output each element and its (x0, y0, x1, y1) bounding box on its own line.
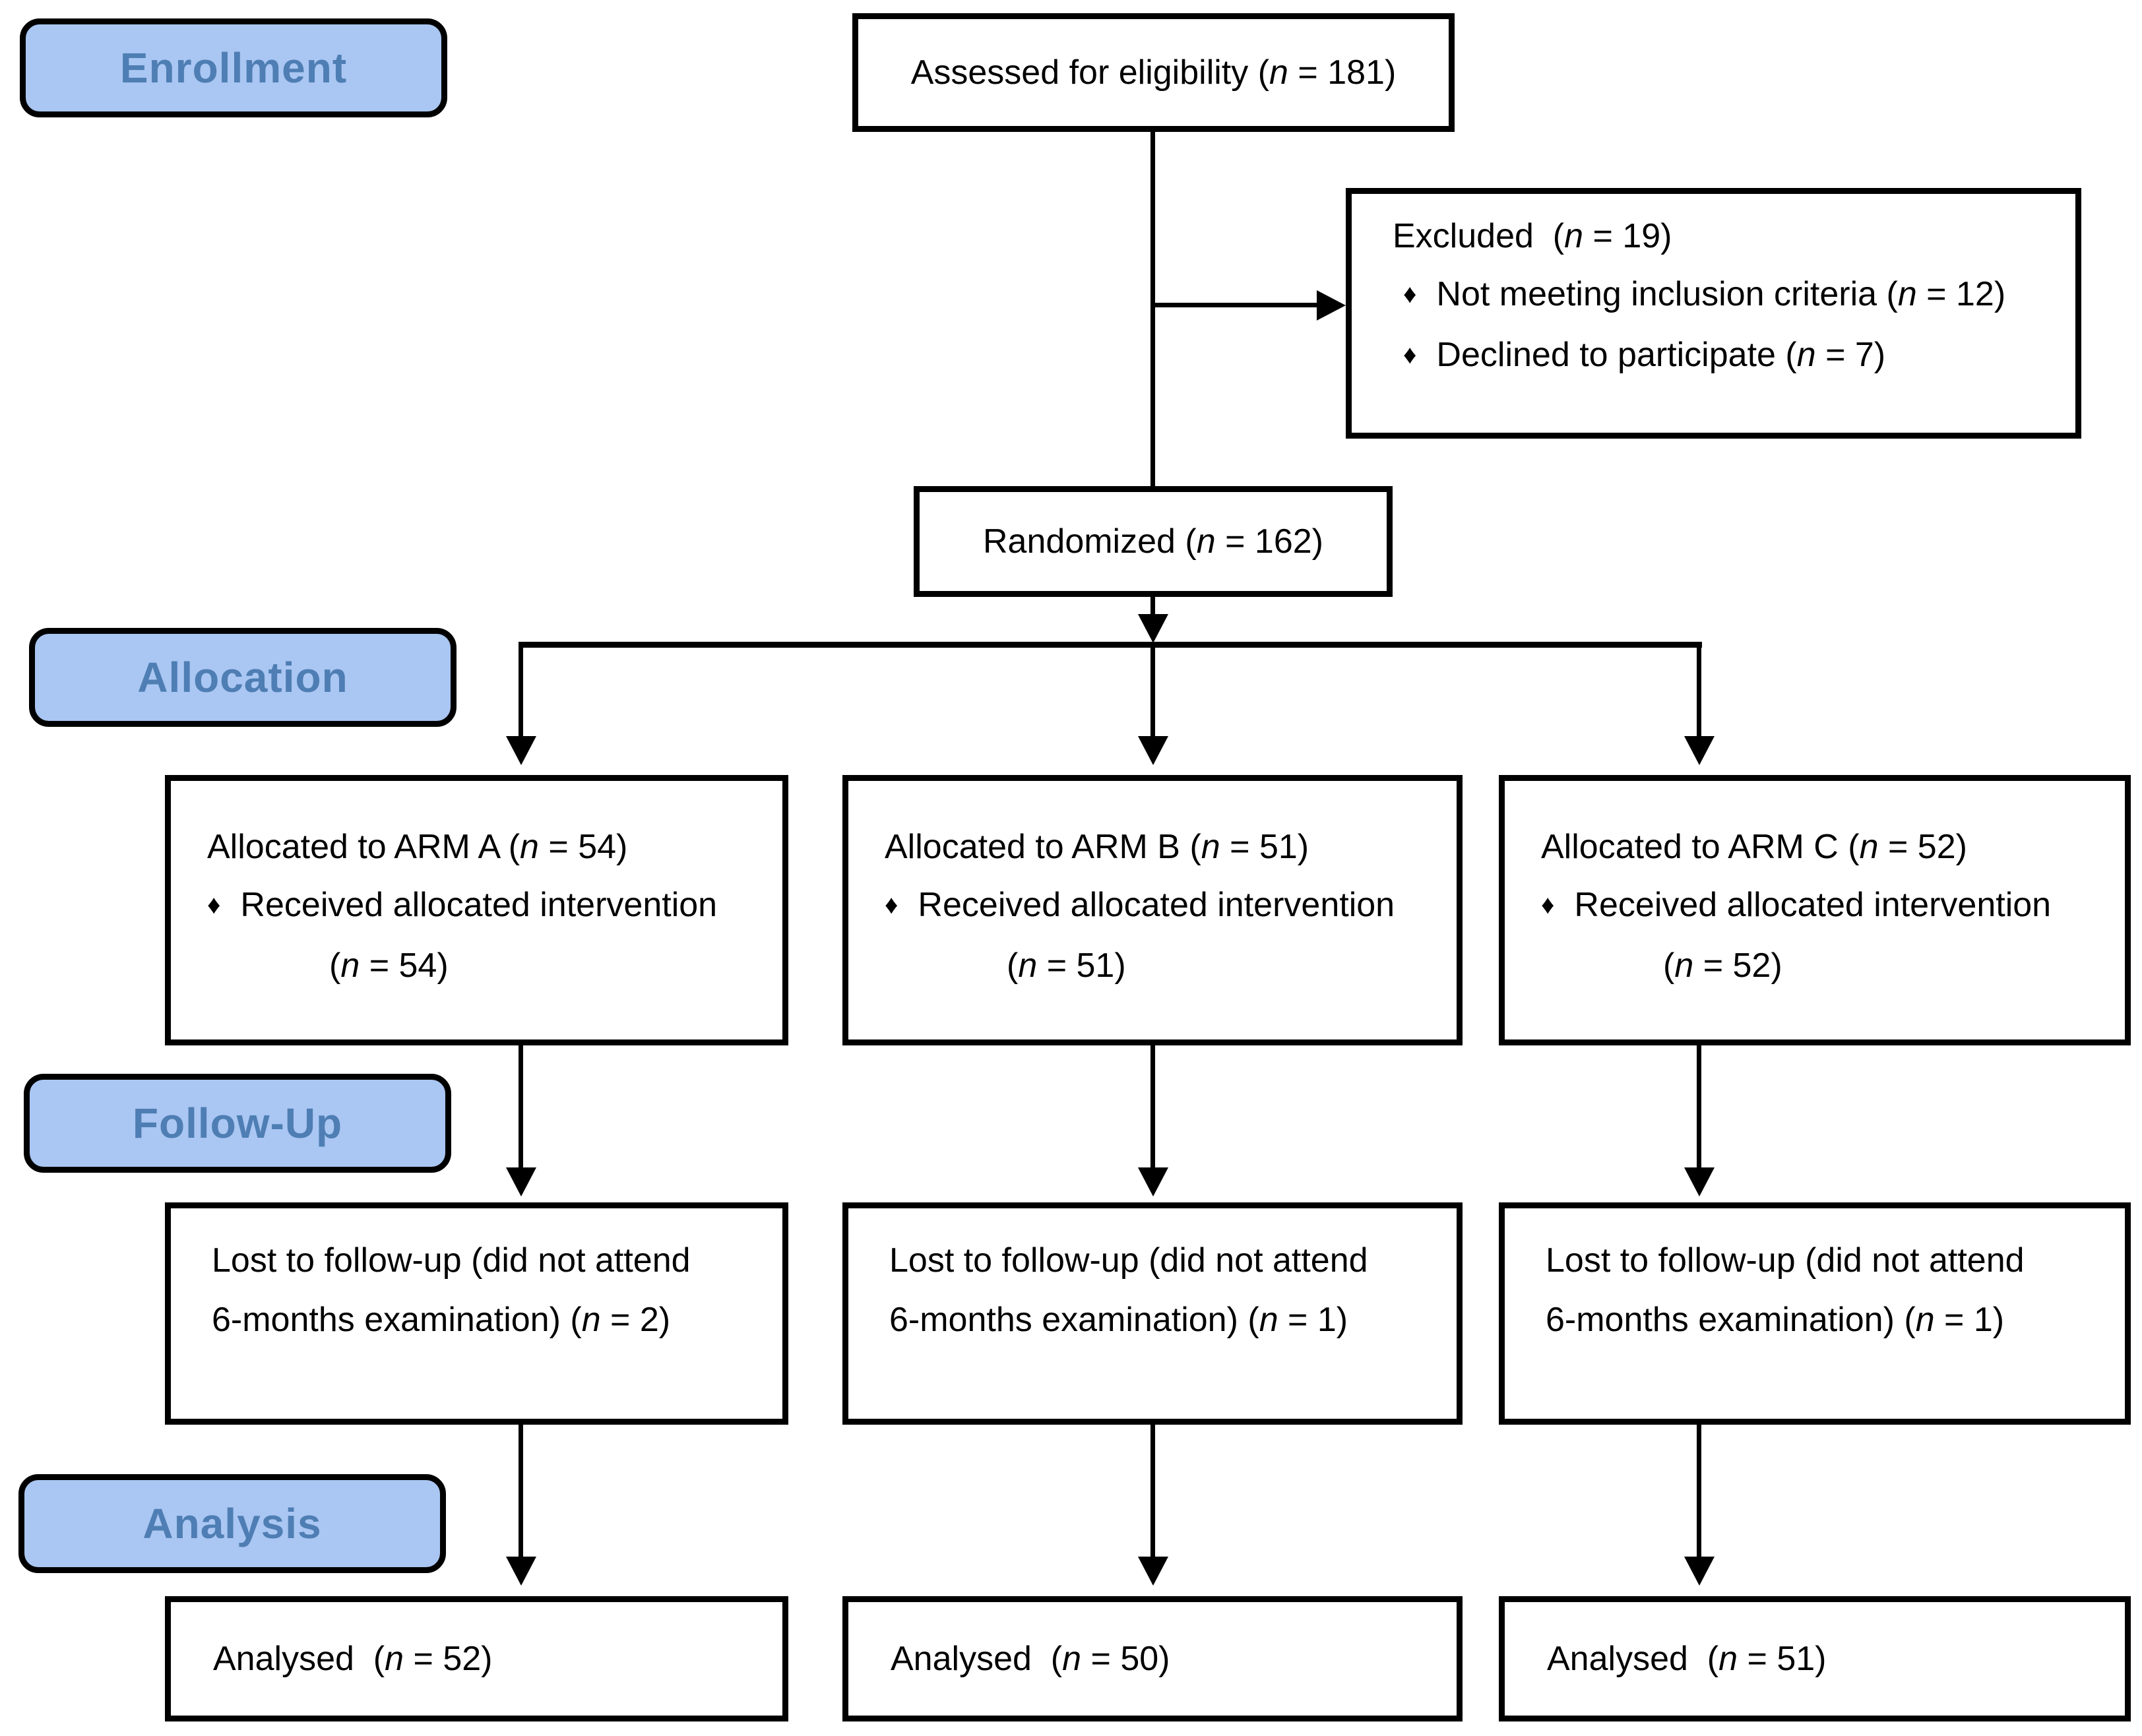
allocated-bullet: ♦ Received allocated intervention (885, 876, 1441, 937)
connector-split-arm-b (1150, 648, 1155, 737)
diamond-bullet-icon: ♦ (1541, 890, 1555, 919)
flow-box-allocated-arm-c: Allocated to ARM C (n = 52) ♦ Received a… (1499, 775, 2131, 1045)
flow-box-assessed: Assessed for eligibility (n = 181) (852, 13, 1455, 132)
arrow-down-icon (1684, 1167, 1715, 1196)
lost-text: Lost to follow-up (did not attend 6-mont… (1546, 1241, 2025, 1339)
connector-randomized-split (1150, 597, 1155, 615)
arrow-down-icon (1138, 1167, 1168, 1196)
assessed-text: Assessed for eligibility (n = 181) (910, 53, 1397, 92)
allocated-bullet-text: Received allocated intervention (240, 886, 718, 924)
allocated-bullet: ♦ Received allocated intervention (207, 876, 767, 937)
arrow-right-icon (1317, 290, 1346, 321)
stage-label-enrollment: Enrollment (20, 18, 447, 117)
arrow-down-icon (1138, 736, 1168, 765)
connector-assessed-randomized (1150, 132, 1155, 486)
flow-box-analysed-arm-b: Analysed (n = 50) (842, 1596, 1463, 1721)
stage-label-allocation: Allocation (29, 628, 457, 727)
flow-box-allocated-arm-b: Allocated to ARM B (n = 51) ♦ Received a… (842, 775, 1463, 1045)
allocated-bullet-text: Received allocated intervention (1574, 886, 2052, 924)
allocated-bullet-text: Received allocated intervention (918, 886, 1395, 924)
arrow-down-icon (1138, 614, 1168, 643)
analysed-text: Analysed (n = 50) (891, 1640, 1170, 1678)
diamond-bullet-icon: ♦ (1403, 280, 1417, 309)
connector-excluded-branch (1153, 303, 1321, 307)
connector-arm-b-analysis (1150, 1425, 1155, 1558)
connector-split-arm-c (1697, 648, 1701, 737)
arrow-down-icon (1684, 736, 1715, 765)
flow-box-allocated-arm-a: Allocated to ARM A (n = 54) ♦ Received a… (165, 775, 788, 1045)
arrow-down-icon (506, 1557, 536, 1586)
stage-label-analysis: Analysis (18, 1474, 446, 1573)
flow-box-lost-arm-a: Lost to follow-up (did not attend 6-mont… (165, 1202, 788, 1425)
excluded-bullet-2-text: Declined to participate (n = 7) (1436, 336, 1886, 374)
arrow-down-icon (506, 736, 536, 765)
randomized-text: Randomized (n = 162) (983, 522, 1323, 561)
flow-box-analysed-arm-a: Analysed (n = 52) (165, 1596, 788, 1721)
flow-box-analysed-arm-c: Analysed (n = 51) (1499, 1596, 2131, 1721)
flow-box-randomized: Randomized (n = 162) (914, 486, 1393, 597)
flow-box-excluded: Excluded (n = 19) ♦ Not meeting inclusio… (1346, 188, 2081, 439)
analysed-text: Analysed (n = 51) (1547, 1640, 1827, 1678)
allocated-n-line: (n = 54) (329, 946, 449, 985)
stage-label-followup: Follow-Up (24, 1074, 451, 1173)
diamond-bullet-icon: ♦ (207, 890, 221, 919)
analysed-text: Analysed (n = 52) (213, 1640, 493, 1678)
flow-box-lost-arm-b: Lost to follow-up (did not attend 6-mont… (842, 1202, 1463, 1425)
connector-arm-c-followup (1697, 1045, 1701, 1169)
excluded-bullet-2: ♦ Declined to participate (n = 7) (1393, 326, 2057, 387)
allocated-title: Allocated to ARM B (n = 51) (885, 828, 1309, 866)
allocated-n-line: (n = 51) (1007, 946, 1126, 985)
connector-arm-c-analysis (1697, 1425, 1701, 1558)
allocated-bullet: ♦ Received allocated intervention (1541, 876, 2109, 937)
arrow-down-icon (1138, 1557, 1168, 1586)
excluded-bullet-1-text: Not meeting inclusion criteria (n = 12) (1436, 275, 2006, 313)
diamond-bullet-icon: ♦ (885, 890, 898, 919)
excluded-bullet-1: ♦ Not meeting inclusion criteria (n = 12… (1393, 265, 2057, 326)
allocated-title: Allocated to ARM C (n = 52) (1541, 828, 1967, 866)
allocated-n-line: (n = 52) (1663, 946, 1782, 985)
connector-arm-a-analysis (519, 1425, 523, 1558)
allocated-title: Allocated to ARM A (n = 54) (207, 828, 628, 866)
lost-text: Lost to follow-up (did not attend 6-mont… (212, 1241, 691, 1339)
arrow-down-icon (506, 1167, 536, 1196)
connector-split-arm-a (519, 648, 523, 737)
lost-text: Lost to follow-up (did not attend 6-mont… (889, 1241, 1368, 1339)
diamond-bullet-icon: ♦ (1403, 340, 1417, 369)
distribution-line (519, 642, 1702, 648)
flow-box-lost-arm-c: Lost to follow-up (did not attend 6-mont… (1499, 1202, 2131, 1425)
excluded-title: Excluded (n = 19) (1393, 217, 1672, 255)
connector-arm-a-followup (519, 1045, 523, 1169)
arrow-down-icon (1684, 1557, 1715, 1586)
connector-arm-b-followup (1150, 1045, 1155, 1169)
